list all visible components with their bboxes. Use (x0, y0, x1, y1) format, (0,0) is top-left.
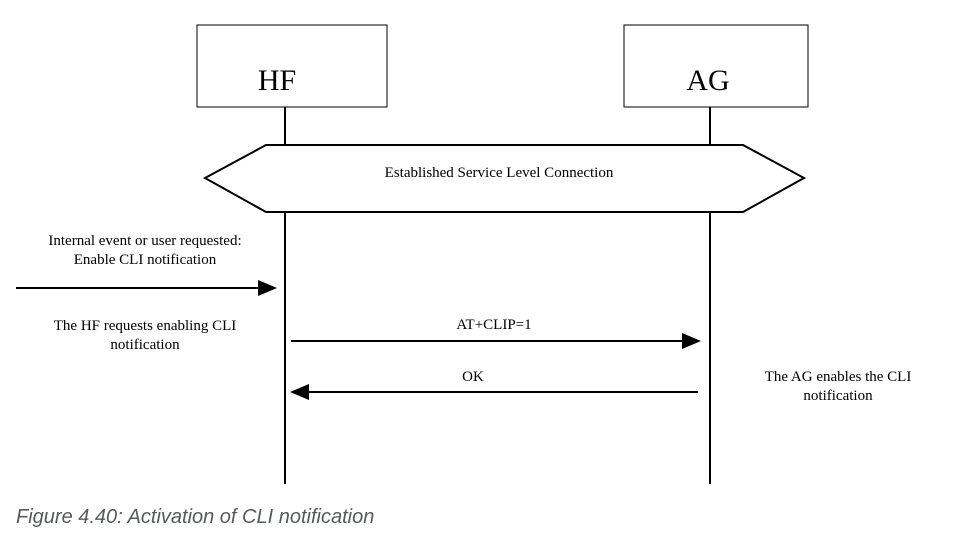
figure-caption: Figure 4.40: Activation of CLI notificat… (16, 506, 375, 528)
message-at-clip-label: AT+CLIP=1 (456, 317, 531, 333)
ag-entity-label: AG (686, 64, 729, 97)
message-ok-label: OK (462, 369, 484, 385)
hf-entity-box (196, 24, 388, 108)
trigger-arrow-head (258, 280, 277, 296)
message-at-clip-arrow-head (682, 333, 701, 349)
hf-entity-label: HF (258, 64, 296, 97)
trigger-text-line2: Enable CLI notification (74, 252, 217, 268)
message-ok-arrow-head (290, 384, 309, 400)
hf-note-line2: notification (110, 337, 180, 353)
ag-entity-box (623, 24, 809, 108)
trigger-text-line1: Internal event or user requested: (48, 233, 241, 249)
ag-note-line1: The AG enables the CLI (765, 369, 912, 385)
ag-note-line2: notification (803, 388, 873, 404)
service-level-connection-label: Established Service Level Connection (385, 165, 614, 181)
service-level-connection-hexagon (202, 144, 807, 213)
hf-note-line1: The HF requests enabling CLI (54, 318, 236, 334)
